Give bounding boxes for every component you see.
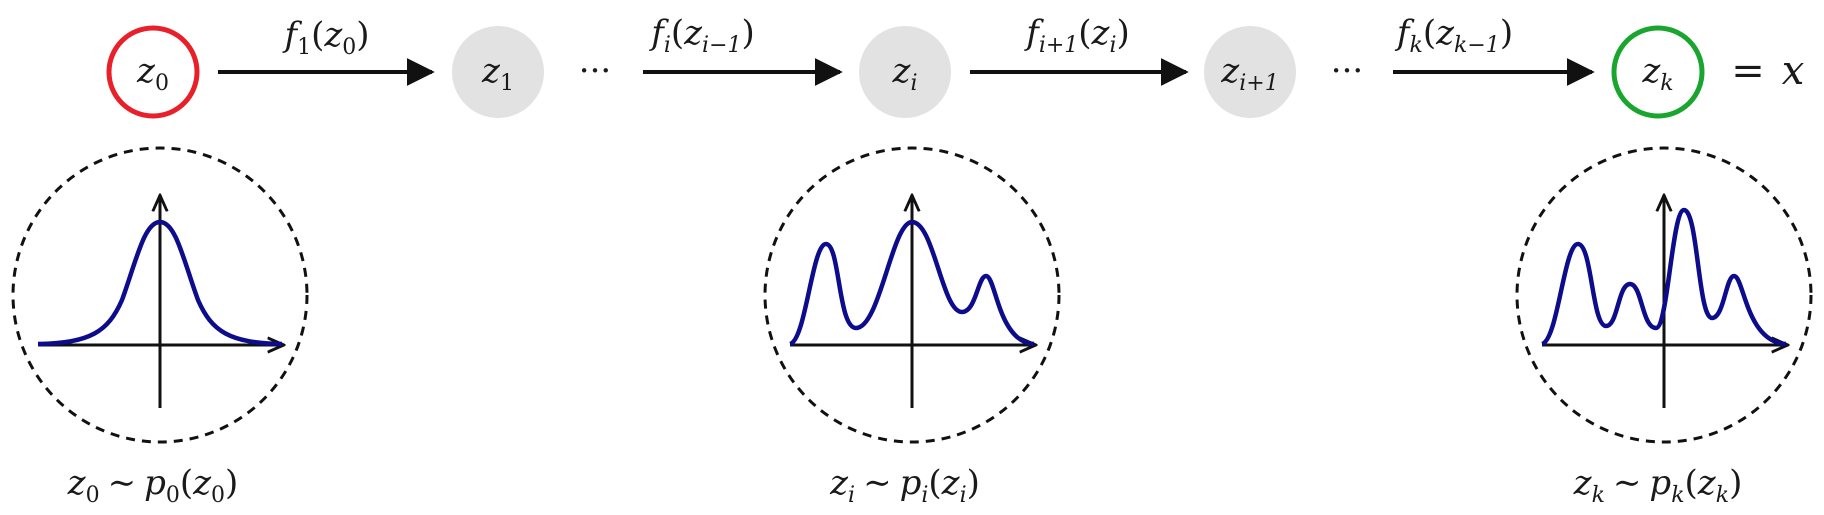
node-z1: z1 <box>452 26 544 118</box>
distribution-p0-curve <box>37 219 283 347</box>
node-z0-label: z0 <box>136 51 169 96</box>
output-equals-x: = x <box>1731 48 1804 94</box>
distribution-p0-label: z0∼p0(z0) <box>67 463 239 508</box>
arrow-fi1-label: fi+1(zi) <box>1023 13 1130 58</box>
distribution-pk: zk∼pk(zk) <box>1515 146 1813 508</box>
node-zk-label: zk <box>1641 51 1673 96</box>
node-zi-label: zi <box>892 51 918 96</box>
node-z1-circle <box>452 26 544 118</box>
ellipsis-right: ··· <box>1331 51 1363 91</box>
arrow-fi-label: fi(zi−1) <box>648 13 755 58</box>
node-z0-circle <box>106 25 200 119</box>
arrow-fi: fi(zi−1) <box>643 13 843 86</box>
arrow-fk-label: fk(zk−1) <box>1394 13 1513 58</box>
node-zi-circle <box>859 26 951 118</box>
distribution-p0-boundary <box>11 146 309 444</box>
distribution-pi-curve <box>788 219 1035 347</box>
output-x-var: x <box>1782 48 1805 94</box>
distribution-pi-label: zi∼pi(zi) <box>829 463 980 508</box>
node-zi: zi <box>859 26 951 118</box>
distribution-p0: z0∼p0(z0) <box>11 146 309 508</box>
arrow-f1: f1(z0) <box>218 15 435 86</box>
ellipsis-left: ··· <box>579 51 611 91</box>
node-zi1-circle <box>1204 26 1296 118</box>
node-zi1: zi+1 <box>1204 26 1296 118</box>
distribution-pi-boundary <box>763 146 1061 444</box>
distribution-pi: zi∼pi(zi) <box>763 146 1061 508</box>
distribution-pk-label: zk∼pk(zk) <box>1573 463 1743 508</box>
arrow-fi1: fi+1(zi) <box>970 13 1189 86</box>
node-zk-circle <box>1611 25 1705 119</box>
arrow-fk: fk(zk−1) <box>1393 13 1595 86</box>
distribution-pk-curve <box>1540 207 1787 347</box>
distribution-pk-boundary <box>1515 146 1813 444</box>
node-z0: z0 <box>106 25 200 119</box>
arrow-f1-label: f1(z0) <box>281 15 369 60</box>
node-zk: zk <box>1611 25 1705 119</box>
node-zi1-label: zi+1 <box>1220 51 1278 96</box>
node-z1-label: z1 <box>481 51 514 96</box>
output-equals-sign: = <box>1731 48 1765 94</box>
